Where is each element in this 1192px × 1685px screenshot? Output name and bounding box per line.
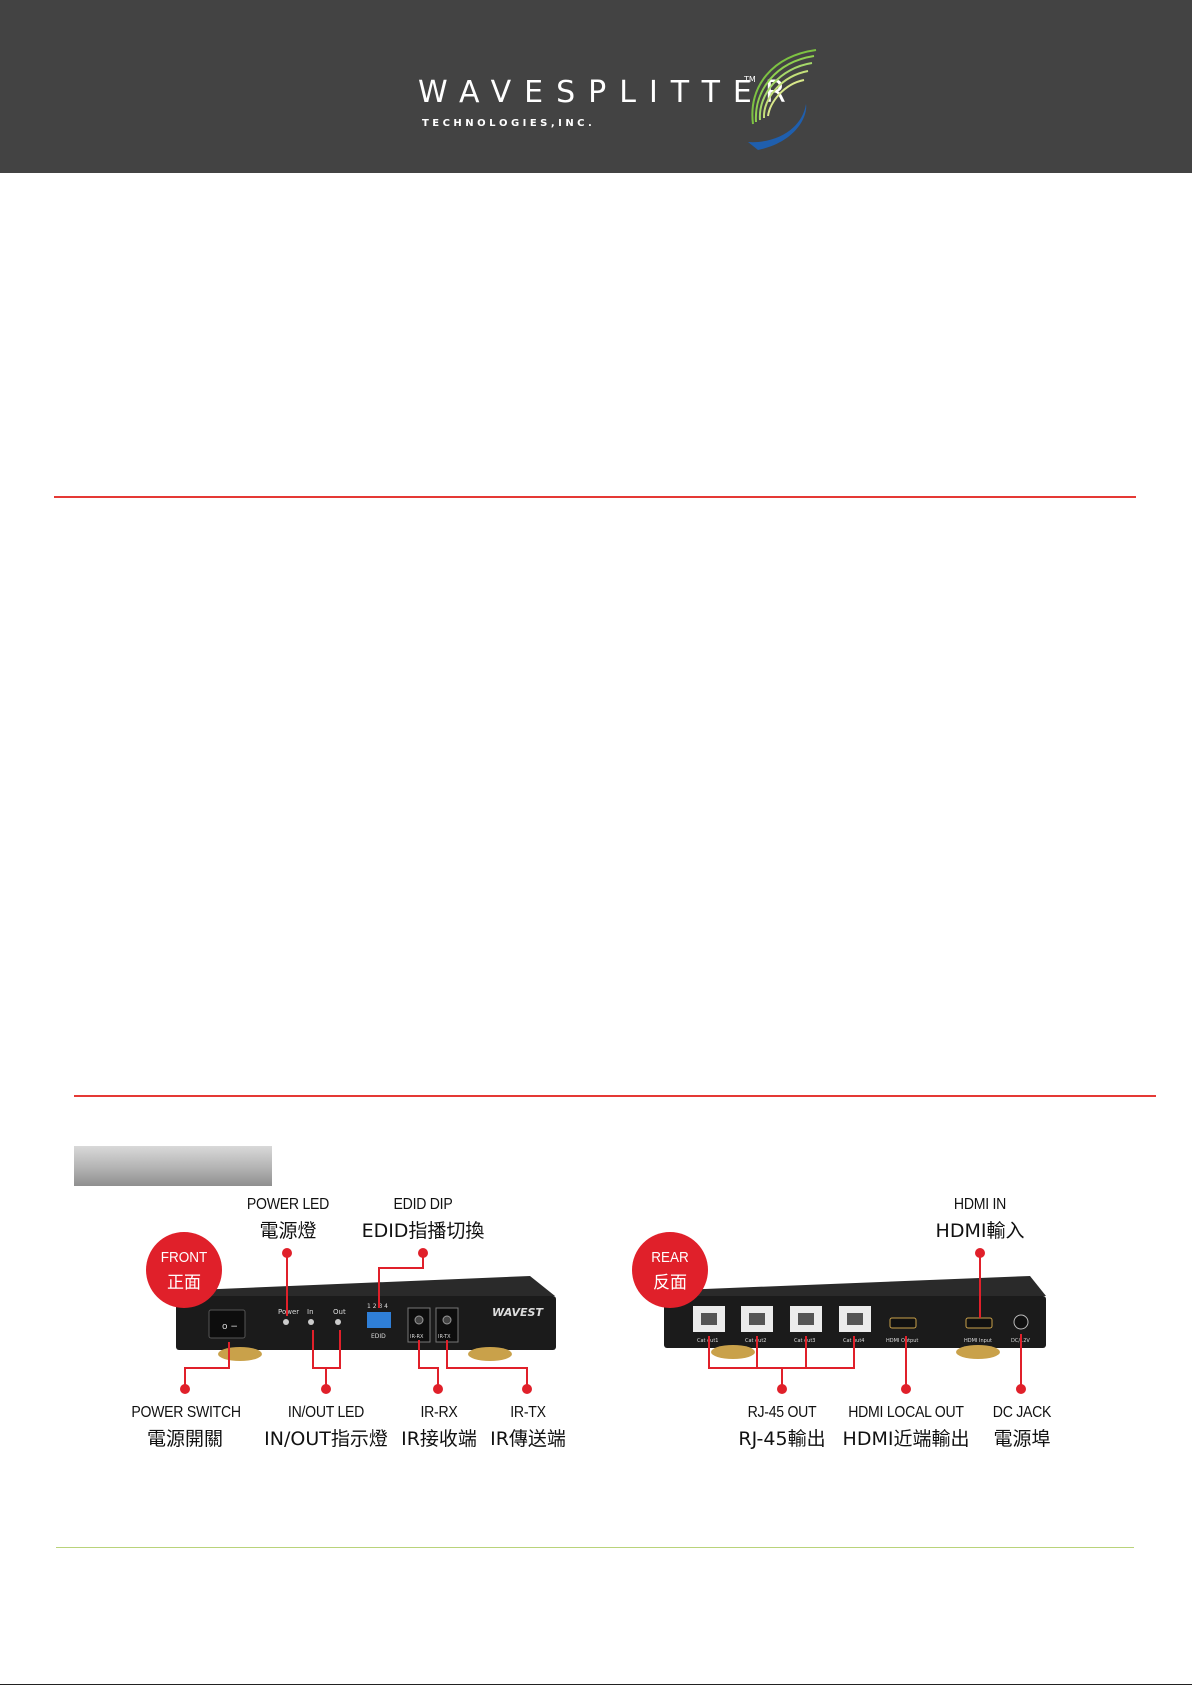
label-hdmi-local-out-zh: HDMI近端輸出 (842, 1428, 970, 1450)
label-power-switch-en: POWER SWITCH (131, 1404, 241, 1421)
callout-dots (180, 1248, 1026, 1394)
label-ir-tx-zh: IR傳送端 (490, 1428, 566, 1450)
front-irtx-text: IR-TX (438, 1334, 451, 1340)
svg-text:o −: o − (222, 1322, 238, 1332)
logo-tagline: T E C H N O L O G I E S , I N C . (422, 118, 592, 129)
rear-hdmi-in-text: HDMI Input (964, 1338, 992, 1344)
label-power-led: POWER LED 電源燈 (238, 1196, 338, 1243)
label-inout-led-en: IN/OUT LED (287, 1404, 365, 1421)
rear-badge-en: REAR (651, 1249, 689, 1266)
label-hdmi-local-out-en: HDMI LOCAL OUT (848, 1404, 964, 1421)
label-edid-dip: EDID DIP EDID指播切換 (352, 1196, 494, 1243)
label-edid-dip-en: EDID DIP (393, 1196, 453, 1213)
front-badge-en: FRONT (160, 1249, 208, 1266)
label-ir-rx-zh: IR接收端 (401, 1428, 477, 1450)
rear-hdmi-out-text: HDMI Output (886, 1338, 918, 1344)
label-ir-rx-en: IR-RX (420, 1404, 458, 1421)
label-power-led-en: POWER LED (246, 1196, 330, 1213)
callout-lines (184, 1253, 1022, 1389)
label-rj45-out-zh: RJ-45輸出 (738, 1428, 826, 1450)
rear-cat1-text: Cat out1 (697, 1338, 718, 1344)
label-hdmi-in-zh: HDMI輸入 (935, 1220, 1025, 1242)
label-hdmi-local-out: HDMI LOCAL OUT HDMI近端輸出 (840, 1404, 972, 1451)
label-power-switch-zh: 電源開關 (146, 1428, 223, 1450)
rear-device: Cat out1 Cat out2 Cat out3 Cat out4 HDMI… (664, 1276, 1046, 1359)
front-irrx-text: IR-RX (410, 1334, 424, 1340)
front-edid-text: EDID (371, 1333, 386, 1340)
front-device: o − Power In Out 1 2 3 4 EDID IR-RX IR-T… (176, 1276, 556, 1361)
front-dip-numbers: 1 2 3 4 (367, 1303, 388, 1310)
logo-trademark: TM (743, 75, 756, 84)
footer-divider (56, 1547, 1134, 1548)
section-divider-1 (54, 496, 1136, 498)
label-hdmi-in: HDMI IN HDMI輸入 (928, 1196, 1032, 1243)
front-badge: FRONT 正面 (146, 1232, 222, 1308)
front-out-text: Out (333, 1308, 346, 1316)
rear-badge-zh: 反面 (653, 1273, 687, 1293)
label-dc-jack-zh: 電源埠 (993, 1428, 1051, 1450)
label-edid-dip-zh: EDID指播切換 (361, 1220, 485, 1242)
logo-wordmark: WAVESPLITTER (418, 75, 799, 110)
section-heading-tab (74, 1146, 272, 1186)
page-header: WAVESPLITTER TM T E C H N O L O G I E S … (0, 0, 1192, 173)
front-badge-zh: 正面 (167, 1273, 201, 1293)
label-dc-jack-en: DC JACK (992, 1404, 1052, 1421)
fiber-swoosh-icon (748, 49, 817, 150)
label-power-led-zh: 電源燈 (259, 1220, 317, 1242)
label-ir-rx: IR-RX IR接收端 (396, 1404, 482, 1451)
rear-cat2-text: Cat out2 (745, 1338, 766, 1344)
front-in-text: In (307, 1308, 314, 1316)
label-inout-led-zh: IN/OUT指示燈 (264, 1428, 388, 1450)
label-inout-led: IN/OUT LED IN/OUT指示燈 (262, 1404, 390, 1451)
rear-badge: REAR 反面 (632, 1232, 708, 1308)
label-dc-jack: DC JACK 電源埠 (980, 1404, 1064, 1451)
label-ir-tx-en: IR-TX (510, 1404, 546, 1421)
front-power-text: Power (278, 1308, 299, 1316)
label-hdmi-in-en: HDMI IN (953, 1196, 1007, 1213)
rear-cat3-text: Cat out3 (794, 1338, 815, 1344)
label-rj45-out: RJ-45 OUT RJ-45輸出 (730, 1404, 834, 1451)
section-divider-2 (74, 1095, 1156, 1097)
label-ir-tx: IR-TX IR傳送端 (486, 1404, 570, 1451)
front-brand-text: WAVEST (492, 1306, 544, 1319)
company-logo: WAVESPLITTER TM T E C H N O L O G I E S … (418, 49, 817, 150)
label-rj45-out-en: RJ-45 OUT (747, 1404, 817, 1421)
label-power-switch: POWER SWITCH 電源開關 (124, 1404, 246, 1451)
